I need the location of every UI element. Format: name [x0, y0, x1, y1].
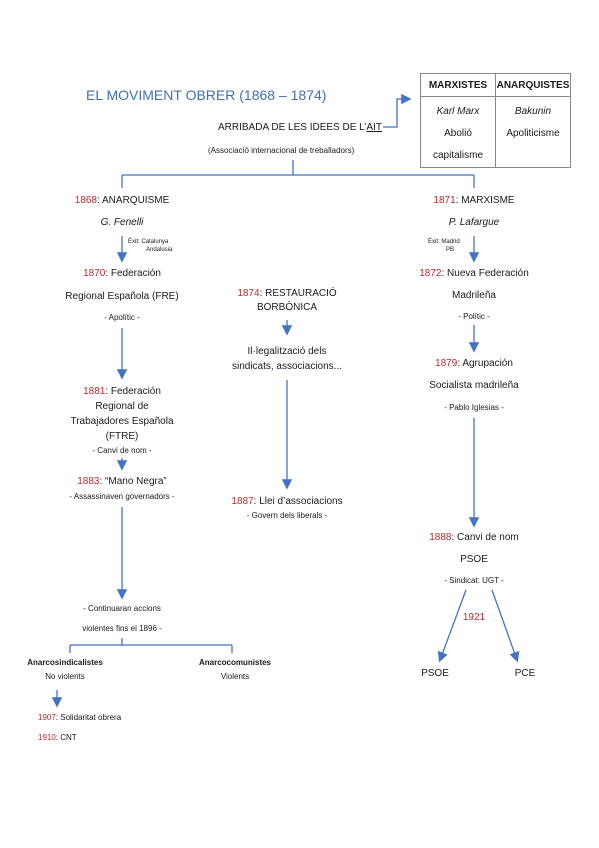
year-1879: 1879 — [435, 358, 458, 369]
node-1881: 1881: Federación — [52, 386, 192, 397]
table-cell-marxistes: Karl Marx Abolió capitalisme — [420, 96, 496, 168]
node-1870: 1870: Federación — [52, 268, 192, 279]
label-marxisme: : MARXISME — [455, 195, 515, 206]
branch-anarcocomunistes-sub: Violents — [220, 672, 250, 681]
year-1881: 1881 — [83, 386, 106, 397]
label-agrupacion: : Agrupación — [457, 358, 513, 369]
branch-anarcocomunistes: Anarcocomunistes — [198, 658, 272, 667]
node-1910: 1910: CNT — [38, 733, 77, 742]
label-restauracio: : RESTAURACIÓ — [259, 288, 337, 299]
diagram-title: EL MOVIMENT OBRER (1868 – 1874) — [86, 87, 327, 103]
year-1910: 1910 — [38, 733, 56, 742]
node-1879: 1879: Agrupación — [399, 358, 549, 369]
year-1872: 1872 — [419, 268, 442, 279]
year-1874: 1874 — [237, 288, 260, 299]
note-1881: - Canvi de nom - — [92, 446, 152, 455]
continuation-line2: violentes fins el 1896 - — [82, 624, 162, 633]
arrow-1888-psoe — [437, 589, 467, 663]
year-1921: 1921 — [462, 612, 486, 623]
exit-left-line2: Andalusia — [146, 247, 173, 253]
label-madrilena: Madrileña — [452, 290, 496, 301]
ait-acronym: AIT — [366, 122, 382, 133]
label-psoe-1888: PSOE — [460, 554, 488, 565]
ait-heading: ARRIBADA DE LES IDEES DE L’AIT — [218, 122, 382, 133]
table-header-marxistes: MARXISTES — [420, 73, 496, 97]
exit-right-line1: Èxit: Madrid — [428, 239, 460, 245]
ait-to-table-connector — [383, 93, 412, 128]
ait-subtitle: (Associació internacional de treballador… — [208, 146, 355, 155]
note-1870: - Apolític - — [104, 313, 140, 322]
label-1881-line2: Trabajadores Española — [70, 416, 174, 427]
note-1883: - Assassinaven governadors - — [69, 492, 175, 501]
table-marx: Karl Marx — [436, 106, 480, 117]
year-1868: 1868 — [74, 195, 97, 206]
year-1907: 1907 — [38, 713, 56, 722]
label-1881-line1: Regional de — [95, 401, 149, 412]
label-canvi-nom: : Canvi de nom — [451, 532, 519, 543]
note-1888: - Sindicat: UGT - — [444, 576, 504, 585]
branch-anarcosindicalistes-sub: No violents — [45, 672, 85, 681]
label-cnt: : CNT — [55, 733, 77, 742]
note-1879: - Pablo Iglesias - — [444, 403, 504, 412]
label-mano-negra: : “Mano Negra” — [99, 476, 167, 487]
comparison-table: MARXISTES ANARQUISTES Karl Marx Abolió c… — [420, 73, 571, 168]
table-apoliticisme: Apoliticisme — [506, 128, 560, 139]
node-1872: 1872: Nueva Federación — [399, 268, 549, 279]
year-1888: 1888 — [429, 532, 452, 543]
label-anarquisme: : ANARQUISME — [97, 195, 170, 206]
year-1870: 1870 — [83, 268, 106, 279]
node-1874: 1874: RESTAURACIÓ — [217, 288, 357, 299]
branch-anarcosindicalistes: Anarcosindicalistes — [27, 658, 103, 667]
table-capitalisme: capitalisme — [432, 150, 484, 161]
note-1887: - Govern dels liberals - — [246, 511, 328, 520]
label-1870-fre: Regional Española (FRE) — [65, 291, 179, 302]
label-1881: : Federación — [105, 386, 161, 397]
continuation-line1: - Continuaran accions — [83, 604, 161, 613]
node-1888: 1888: Canvi de nom — [409, 532, 539, 543]
exit-left-line1: Èxit: Catalunya — [128, 239, 169, 245]
note-1872: - Polític - — [458, 312, 490, 321]
table-header-anarquistes: ANARQUISTES — [495, 73, 571, 97]
label-nueva-federacion: : Nueva Federación — [441, 268, 529, 279]
label-1881-line3: (FTRE) — [105, 431, 139, 442]
outcome-psoe: PSOE — [421, 668, 449, 679]
table-bakunin: Bakunin — [514, 106, 552, 117]
node-1907: 1907: Solidaritat obrera — [38, 713, 121, 722]
arrow-1888-pce — [491, 589, 520, 663]
illegal-line2: sindicats, associacions... — [231, 361, 343, 372]
ait-heading-text: ARRIBADA DE LES IDEES DE L’ — [218, 122, 367, 133]
outcome-pce: PCE — [514, 668, 536, 679]
exit-right-line2: PB — [446, 247, 455, 253]
table-cell-anarquistes: Bakunin Apoliticisme — [495, 96, 571, 168]
label-socialista-madrilena: Socialista madrileña — [429, 380, 519, 391]
leader-lafargue: P. Lafargue — [448, 217, 500, 228]
node-1871: 1871: MARXISME — [409, 195, 539, 206]
node-1883: 1883: “Mano Negra” — [52, 476, 192, 487]
illegal-line1: Il·legalització dels — [247, 346, 327, 357]
node-1868: 1868: ANARQUISME — [62, 195, 182, 206]
label-solidaritat-obrera: : Solidaritat obrera — [55, 713, 122, 722]
node-1887: 1887: Llei d’associacions — [207, 496, 367, 507]
label-borbonica: BORBÒNICA — [256, 302, 317, 313]
year-1871: 1871 — [433, 195, 456, 206]
leader-fenelli: G. Fenelli — [100, 217, 144, 228]
year-1883: 1883 — [77, 476, 100, 487]
label-1870: : Federación — [105, 268, 161, 279]
table-abolicio: Abolió — [444, 128, 472, 139]
year-1887: 1887 — [231, 496, 254, 507]
label-llei-associacions: : Llei d’associacions — [253, 496, 343, 507]
